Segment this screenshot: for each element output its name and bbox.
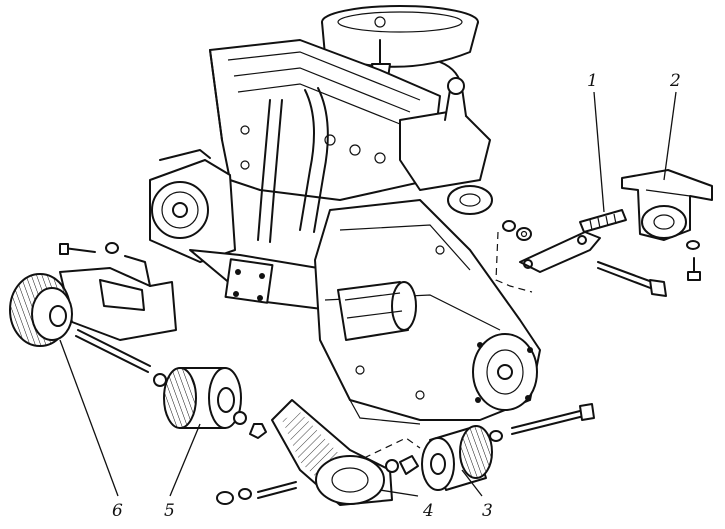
leader-6 bbox=[59, 339, 119, 497]
assembly-dashed-line-lower bbox=[363, 437, 421, 459]
leader-4 bbox=[379, 489, 419, 497]
gearbox bbox=[314, 199, 541, 425]
part-1-bracket bbox=[502, 209, 667, 297]
leader-3 bbox=[461, 469, 483, 497]
engine-assembly bbox=[149, 5, 541, 425]
callout-label-2: 2 bbox=[669, 71, 681, 91]
callout-leaders bbox=[59, 91, 677, 497]
callout-label-4: 4 bbox=[422, 501, 434, 521]
front-cover bbox=[149, 149, 236, 263]
callout-label-1: 1 bbox=[587, 71, 598, 91]
cylinder-block bbox=[209, 39, 493, 243]
assembly-dashed-line-right bbox=[495, 231, 533, 293]
callout-label-5: 5 bbox=[164, 501, 175, 521]
leader-5 bbox=[169, 423, 201, 497]
part-3-bush bbox=[385, 403, 595, 491]
leader-2 bbox=[663, 91, 677, 181]
part-6-front-mount bbox=[9, 242, 177, 373]
leader-1 bbox=[593, 91, 605, 213]
air-filter-housing bbox=[321, 5, 479, 101]
part-5-bush bbox=[153, 367, 267, 439]
callout-label-6: 6 bbox=[112, 501, 123, 521]
part-4-bracket bbox=[216, 399, 393, 506]
oil-sump bbox=[189, 249, 331, 311]
callout-label-3: 3 bbox=[482, 501, 493, 521]
part-2-mount bbox=[621, 169, 713, 281]
